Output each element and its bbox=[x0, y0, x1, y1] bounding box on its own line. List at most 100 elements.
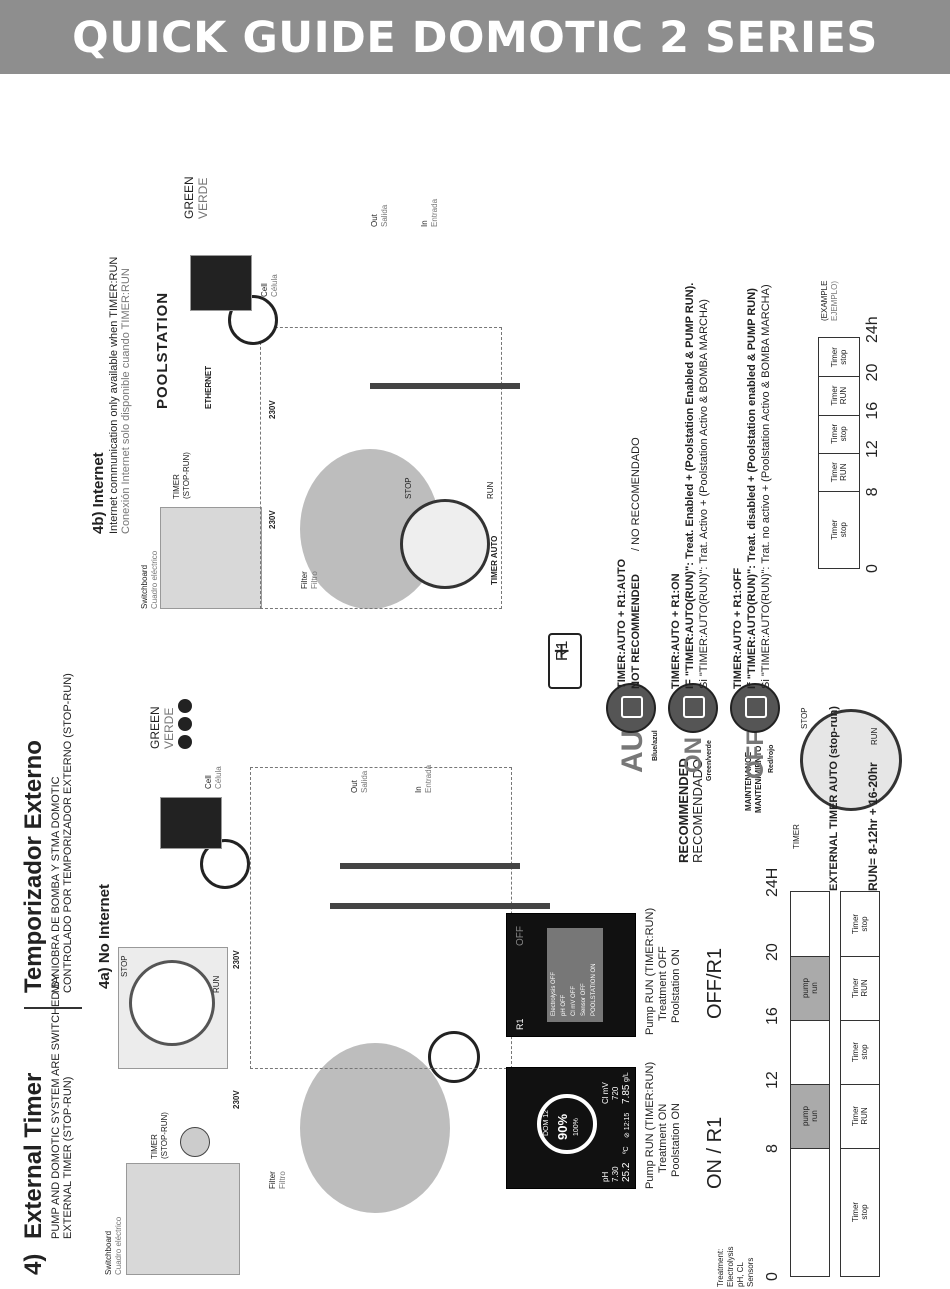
mode-on-sub: Green/verde bbox=[706, 740, 713, 781]
cell-label-4b: Cell bbox=[260, 283, 269, 297]
timeline-timer-cell: Timer stop bbox=[840, 1019, 880, 1085]
timeline-pump-cell: pump run bbox=[790, 955, 830, 1021]
filter-label: Filter bbox=[268, 1171, 277, 1189]
in-label-4b: In bbox=[420, 220, 429, 227]
run-label-ext: RUN bbox=[870, 727, 879, 745]
ph-value: 7.30 bbox=[611, 1166, 620, 1182]
external-tick: 24h bbox=[864, 316, 881, 343]
external-timer-cell: Timer stop bbox=[818, 490, 860, 569]
green-label-4b: GREEN bbox=[182, 176, 196, 219]
mode-off-sub: Red/rojo bbox=[768, 744, 775, 773]
pipe-main bbox=[330, 903, 550, 909]
timer-photo-label: TIMER bbox=[792, 824, 801, 849]
cell-label: Cell bbox=[204, 775, 213, 789]
button-icon bbox=[178, 735, 192, 749]
external-timer-cell: Timer stop bbox=[818, 413, 860, 454]
gl-value: 7.85 bbox=[621, 1084, 632, 1104]
stop-label-4a: STOP bbox=[120, 955, 129, 977]
external-tick: 16 bbox=[864, 401, 881, 420]
timer-label: TIMER bbox=[150, 1134, 159, 1159]
switchboard-label-4b: Switchboard bbox=[140, 564, 149, 609]
mode-off-button[interactable] bbox=[730, 683, 780, 733]
timeline-timer-cell: Timer RUN bbox=[840, 1083, 880, 1149]
screen-left-caption-1: Pump RUN (TIMER:RUN) bbox=[644, 1061, 656, 1189]
rule-off-2: If "TIMER:AUTO(RUN)": Treat. disabled + … bbox=[746, 288, 758, 689]
page-title: QUICK GUIDE DOMOTIC 2 SERIES bbox=[72, 13, 878, 63]
rule-on-3: Si "TIMER:AUTO(RUN)": Trat. Activo + (Po… bbox=[698, 299, 710, 689]
external-timer-cell: Timer RUN bbox=[818, 375, 860, 416]
external-tick: 12 bbox=[864, 440, 881, 458]
domotic-controller-4b bbox=[190, 255, 252, 311]
mode-on-button[interactable] bbox=[668, 683, 718, 733]
filtro-label: Filtro bbox=[278, 1171, 287, 1189]
wiring-box bbox=[250, 767, 512, 1069]
screen-off-label: OFF bbox=[515, 926, 526, 946]
status-line-1: Electrolysis OFF bbox=[551, 971, 557, 1016]
external-tick: 8 bbox=[864, 487, 881, 497]
external-run: RUN= 8-12hr + 16-20hr bbox=[866, 762, 880, 891]
timeline-tick: 0 bbox=[764, 1272, 781, 1281]
sensors-label-3: pH, CL bbox=[736, 1262, 745, 1287]
on-r1-label: ON / R1 bbox=[704, 1116, 726, 1189]
stop-label-dial: STOP bbox=[404, 477, 413, 499]
entrada-label: Entrada bbox=[424, 764, 433, 793]
timeline-pump-cell bbox=[790, 891, 830, 957]
rule-off-3: Si "TIMER:AUTO(RUN)": Trat. no activo + … bbox=[760, 284, 772, 689]
timeline-tick: 8 bbox=[764, 1144, 781, 1153]
green-label: GREEN bbox=[148, 706, 162, 749]
cuadro-label: Cuadro eléctrico bbox=[114, 1216, 123, 1275]
off-r1-label: OFF/R1 bbox=[704, 947, 726, 1019]
timeline-tick: 12 bbox=[764, 1071, 781, 1089]
mode-on-label: ON bbox=[680, 737, 707, 773]
status-line-3: Cl mV OFF bbox=[571, 986, 577, 1016]
stop-label-ext: STOP bbox=[800, 707, 809, 729]
timer-closeup-photo bbox=[118, 947, 228, 1069]
rule-auto-1: TIMER:AUTO + R1:AUTO bbox=[616, 558, 628, 689]
sensors-label-4: Sensors bbox=[746, 1257, 755, 1287]
celula-label-4b: Célula bbox=[270, 274, 279, 297]
out-label-4b: Out bbox=[370, 214, 379, 227]
hand-icon bbox=[745, 696, 767, 718]
cl-label: Cl mV bbox=[601, 1082, 610, 1104]
switchboard-label: Switchboard bbox=[104, 1230, 113, 1275]
screen-right-caption-3: Poolstation ON bbox=[670, 949, 682, 1023]
screen-left-caption-2: Treatment ON bbox=[657, 1103, 669, 1173]
control-buttons bbox=[178, 689, 194, 749]
section-4a-title: 4a) No Internet bbox=[96, 883, 113, 989]
rule-on-2: IF "TIMER:AUTO(RUN)": Treat. Enabled + (… bbox=[684, 282, 696, 689]
run-label-dial: RUN bbox=[486, 481, 495, 499]
section-4b-title: 4b) Internet bbox=[90, 452, 107, 534]
verde-label-4b: VERDE bbox=[196, 177, 210, 219]
timeline-timer-cell: Timer stop bbox=[840, 891, 880, 957]
timeline-pump-cell: pump run bbox=[790, 1083, 830, 1149]
timeline-pump-cell bbox=[790, 1147, 830, 1277]
screen-right-caption-1: Pump RUN (TIMER:RUN) bbox=[644, 907, 656, 1035]
timer-device-icon bbox=[180, 1127, 210, 1157]
rule-on-1: TIMER:AUTO + R1:ON bbox=[670, 573, 682, 689]
timeline-pump-cell bbox=[790, 1019, 830, 1085]
gauge-percent: 90% bbox=[555, 1113, 570, 1140]
header-bar: QUICK GUIDE DOMOTIC 2 SERIES bbox=[0, 0, 950, 74]
rotated-guide: 4) External Timer PUMP AND DOMOTIC SYSTE… bbox=[0, 74, 950, 1289]
hand-icon bbox=[683, 696, 705, 718]
timer-dial bbox=[129, 960, 215, 1046]
stop-icon bbox=[178, 717, 192, 731]
ph-label: pH bbox=[601, 1171, 610, 1182]
external-title: EXTERNAL TIMER AUTO (stop-run) bbox=[828, 706, 840, 891]
external-tick: 0 bbox=[864, 564, 881, 573]
recommended-label: RECOMMENDED bbox=[676, 758, 691, 863]
pipe-secondary bbox=[340, 863, 520, 869]
voltage-label-2: 230V bbox=[232, 950, 241, 969]
salida-label: Salida bbox=[360, 770, 369, 793]
screen-r1-label: R1 bbox=[515, 1018, 525, 1030]
mode-auto-button[interactable] bbox=[606, 683, 656, 733]
status-line-2: pH OFF bbox=[561, 994, 567, 1016]
cl-value: 720 bbox=[611, 1086, 620, 1100]
section-number: 4) bbox=[20, 1253, 47, 1275]
recomendado-label: RECOMENDADO bbox=[690, 758, 705, 863]
temp-unit: ºC bbox=[623, 1146, 630, 1154]
screen-time: ⊘ 12:15 bbox=[624, 1112, 631, 1138]
